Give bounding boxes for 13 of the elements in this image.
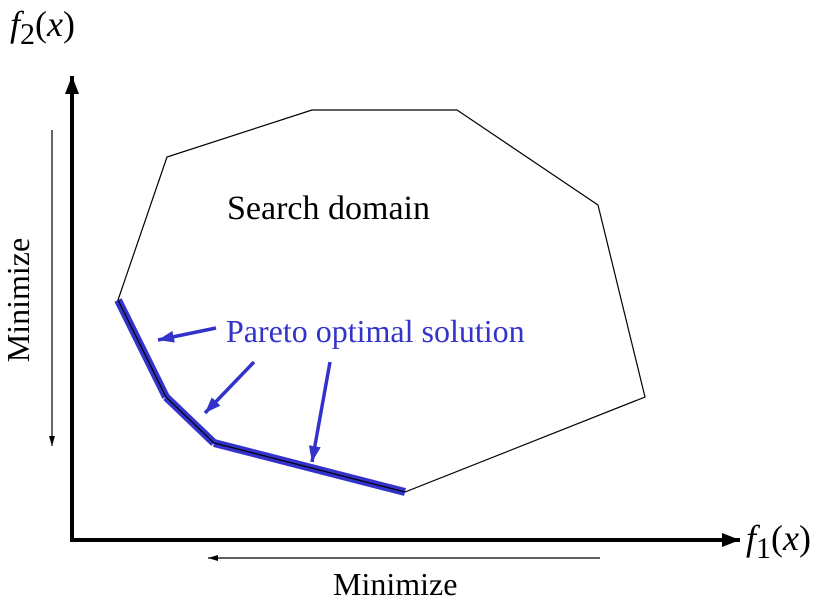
search-domain-region — [117, 109, 646, 493]
leader-arrow — [204, 360, 256, 414]
axis-caption: Minimize — [2, 238, 34, 362]
pareto-front-segment — [163, 394, 217, 446]
leader-arrow — [308, 362, 332, 462]
pareto-front-segment — [114, 298, 170, 399]
pareto-front-segment — [213, 439, 406, 496]
axis-label: f$_{1}$(x) — [746, 520, 811, 564]
region-label: Search domain — [227, 192, 430, 226]
callout-label: Pareto optimal solution — [226, 315, 525, 347]
axis-label: f$_{2}$(x) — [10, 6, 75, 50]
leader-arrow — [158, 326, 216, 343]
axis-caption: Minimize — [333, 568, 458, 600]
